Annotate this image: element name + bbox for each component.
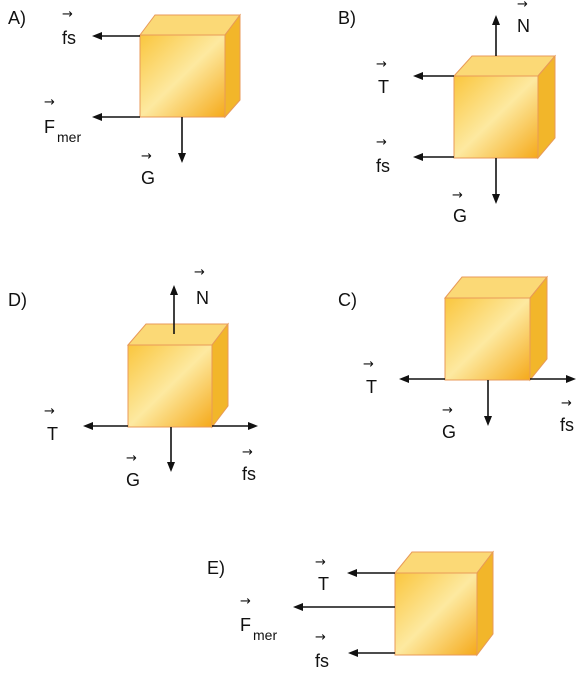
vector-symbol: → — [242, 445, 253, 460]
force-n-d: → N — [170, 265, 209, 334]
force-t-e: → T — [315, 555, 395, 594]
label-t: T — [378, 77, 389, 97]
label-g: G — [141, 168, 155, 188]
vector-symbol: → — [315, 630, 326, 645]
label-g: G — [442, 422, 456, 442]
force-n-b: → N — [492, 0, 530, 56]
vector-symbol: → — [363, 357, 374, 372]
vector-symbol: → — [376, 57, 387, 72]
vector-symbol: → — [452, 188, 463, 203]
force-fmer-e: → F mer — [240, 594, 395, 643]
panel-b-label: B) — [338, 8, 356, 28]
label-fs: fs — [560, 415, 574, 435]
force-fs-e: → fs — [315, 630, 395, 671]
label-fmer: F — [44, 117, 55, 137]
label-fs: fs — [62, 28, 76, 48]
panel-e: E) → T → F mer → fs — [207, 550, 495, 671]
panel-a: A) → fs → F mer → G — [8, 7, 241, 188]
block-e — [393, 550, 495, 657]
force-g-b: → G — [452, 158, 500, 226]
vector-symbol: → — [561, 396, 572, 411]
force-g-d: → G — [126, 427, 175, 490]
force-g-a: → G — [141, 117, 186, 188]
force-t-d: → T — [44, 404, 128, 444]
vector-symbol: → — [141, 149, 152, 164]
force-t-b: → T — [376, 57, 454, 97]
panel-c-label: C) — [338, 290, 357, 310]
force-fs-a: → fs — [62, 7, 140, 48]
label-fmer: F — [240, 615, 251, 635]
label-n: N — [517, 16, 530, 36]
vector-symbol: → — [44, 95, 55, 110]
force-fs-d: → fs — [212, 422, 258, 484]
force-fs-b: → fs — [376, 135, 454, 176]
label-fs: fs — [315, 651, 329, 671]
label-t: T — [47, 424, 58, 444]
panel-d: D) → N → T → G → — [8, 265, 258, 490]
force-fs-c: → fs — [530, 375, 576, 435]
vector-symbol: → — [62, 7, 73, 22]
vector-symbol: → — [240, 594, 251, 609]
label-t: T — [366, 377, 377, 397]
force-g-c: → G — [442, 380, 492, 442]
label-n: N — [196, 288, 209, 308]
label-g: G — [126, 470, 140, 490]
vector-symbol: → — [194, 265, 205, 280]
vector-symbol: → — [517, 0, 528, 12]
vector-symbol: → — [376, 135, 387, 150]
block-a — [139, 13, 241, 119]
block-b — [452, 54, 557, 160]
label-t: T — [318, 574, 329, 594]
label-fs: fs — [376, 156, 390, 176]
label-g: G — [453, 206, 467, 226]
block-c — [443, 275, 549, 382]
label-fmer-sub: mer — [57, 129, 81, 145]
vector-symbol: → — [44, 404, 55, 419]
vector-symbol: → — [126, 451, 137, 466]
force-fmer-a: → F mer — [44, 95, 140, 145]
panel-e-label: E) — [207, 558, 225, 578]
panel-d-label: D) — [8, 290, 27, 310]
panel-b: B) → N → T → fs — [338, 0, 557, 226]
panel-a-label: A) — [8, 8, 26, 28]
label-fs: fs — [242, 464, 256, 484]
panel-c: C) → T → G → fs — [338, 275, 576, 442]
block-d — [126, 322, 230, 429]
vector-symbol: → — [442, 403, 453, 418]
vector-symbol: → — [315, 555, 326, 570]
force-t-c: → T — [363, 357, 445, 397]
label-fmer-sub: mer — [253, 627, 277, 643]
